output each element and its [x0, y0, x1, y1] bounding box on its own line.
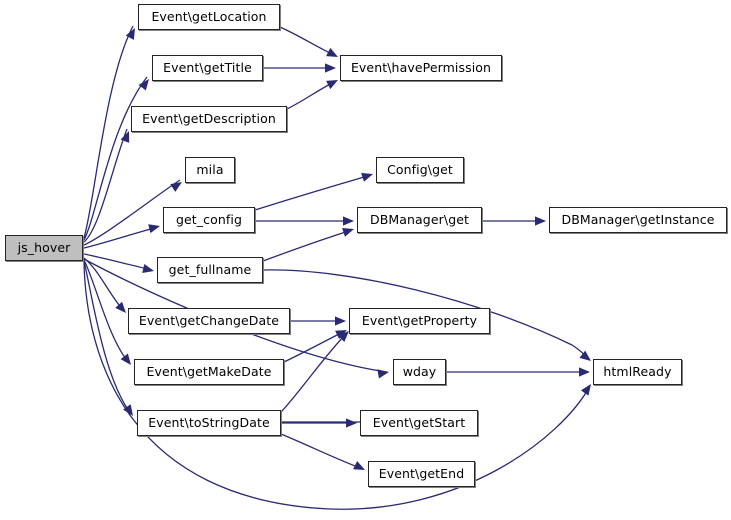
edge-js_hover-to-getChangeDate — [83, 257, 125, 312]
edge-getMakeDate-to-getProperty — [283, 330, 346, 363]
arrowhead-getLocation->havePerm — [326, 47, 338, 57]
graph-node-mila[interactable]: mila — [185, 157, 235, 183]
arrowhead-get_fullname->dbGet — [342, 228, 354, 237]
graph-node-havePermission[interactable]: Event\havePermission — [340, 55, 502, 81]
graph-node-get_config[interactable]: get_config — [163, 207, 255, 233]
edge-getLocation-to-havePermission — [279, 26, 337, 57]
edge-toStringDate-to-getProperty — [280, 332, 348, 413]
arrowhead-get_config->configGet — [361, 173, 373, 182]
arrowhead-js_hover->get_config — [148, 224, 160, 234]
arrowhead-js_hover->toStringDate — [123, 404, 133, 416]
edge-getDescription-to-havePermission — [286, 80, 337, 110]
arrowhead-js_hover->getMakeDate — [120, 353, 131, 365]
arrowhead-wday->htmlReady — [579, 367, 590, 377]
arrowhead-getDesc->havePerm — [326, 80, 338, 90]
arrowhead-js_hover->get_fullname — [142, 264, 154, 274]
edge-toStringDate-to-getEnd — [280, 433, 364, 470]
edge-js_hover-to-getLocation — [83, 25, 134, 239]
arrowhead-toStringDate->getStart — [346, 418, 357, 428]
graph-node-dbManagerGetInstance[interactable]: DBManager\getInstance — [549, 207, 727, 233]
graph-node-getLocation[interactable]: Event\getLocation — [138, 4, 280, 30]
arrowhead-getMakeDate->getProp — [335, 330, 347, 339]
arrowhead-getTitle->havePerm — [325, 63, 336, 73]
arrowhead-getChangeDate->getProp — [335, 316, 346, 326]
edge-js_hover-to-htmlReady — [83, 261, 591, 510]
arrowhead-toStringDate->getEnd — [353, 461, 365, 470]
graph-node-getProperty[interactable]: Event\getProperty — [349, 308, 490, 334]
graph-node-toStringDate[interactable]: Event\toStringDate — [137, 410, 281, 436]
graph-node-getStart[interactable]: Event\getStart — [360, 410, 478, 436]
edge-js_hover-to-getDescription — [83, 128, 128, 243]
arrowhead-js_hover->getTitle — [138, 79, 149, 91]
edge-js_hover-to-get_fullname — [83, 253, 153, 271]
graph-node-wday[interactable]: wday — [393, 359, 446, 385]
graph-node-getMakeDate[interactable]: Event\getMakeDate — [134, 359, 284, 385]
graph-node-htmlReady[interactable]: htmlReady — [593, 359, 682, 385]
graph-node-js_hover[interactable]: js_hover — [5, 235, 83, 261]
graph-node-getDescription[interactable]: Event\getDescription — [131, 106, 287, 132]
graph-node-getTitle[interactable]: Event\getTitle — [152, 55, 263, 81]
edge-js_hover-to-getMakeDate — [83, 259, 130, 364]
graph-node-getEnd[interactable]: Event\getEnd — [368, 461, 475, 487]
edge-get_config-to-configGet — [254, 174, 372, 211]
graph-node-dbManagerGet[interactable]: DBManager\get — [357, 207, 482, 233]
arrowhead-get_config->dbGet — [343, 216, 354, 226]
arrowhead-js_hover->mila — [170, 182, 182, 192]
graph-node-get_fullname[interactable]: get_fullname — [157, 257, 263, 283]
edge-js_hover-to-getTitle — [83, 76, 148, 241]
graph-node-configGet[interactable]: Config\get — [376, 157, 464, 183]
edge-get_fullname-to-dbManagerGet — [262, 229, 353, 262]
graph-node-getChangeDate[interactable]: Event\getChangeDate — [128, 308, 290, 334]
edge-js_hover-to-get_config — [83, 226, 159, 249]
arrowhead-js_hover->wday — [377, 369, 389, 379]
arrowhead-dbGet->dbGetInstance — [535, 216, 546, 226]
edge-js_hover-to-toStringDate — [83, 260, 132, 415]
arrowhead-get_fullname->htmlReady — [579, 350, 591, 361]
